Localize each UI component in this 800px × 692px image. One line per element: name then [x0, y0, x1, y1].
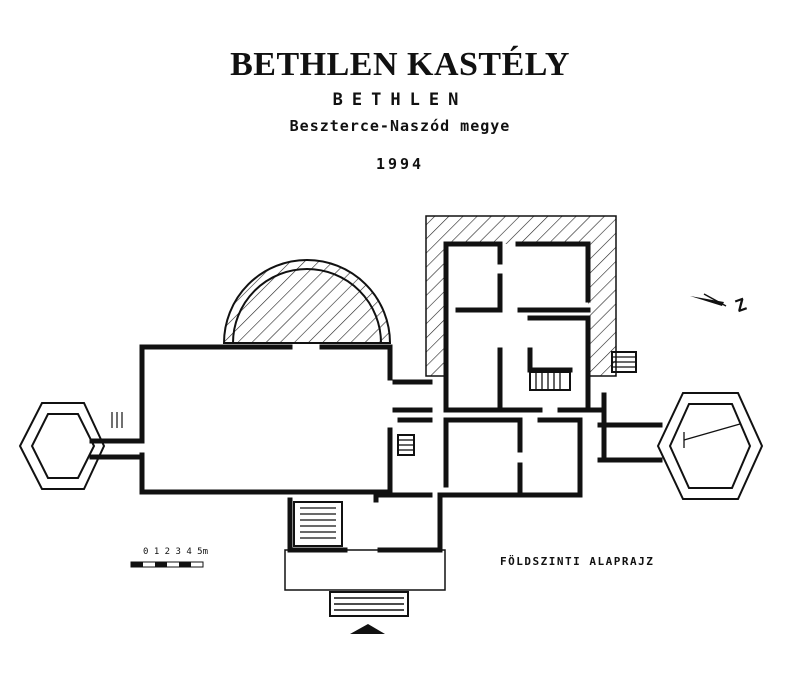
north-arrow — [690, 293, 727, 307]
west-hexagonal-tower — [18, 402, 123, 490]
scale-bar — [130, 561, 204, 568]
county-name: Beszterce-Naszód megye — [289, 117, 511, 135]
staircase-entrance — [293, 501, 343, 547]
east-hexagonal-tower — [656, 392, 764, 500]
place-name: BETHLEN — [332, 90, 468, 110]
entrance-porch — [284, 549, 446, 634]
plan-title: BETHLEN KASTÉLY — [230, 46, 570, 83]
staircase-north-wing — [529, 371, 571, 391]
staircase-east-exterior — [611, 351, 637, 373]
semicircular-bastion — [222, 259, 392, 344]
scale-label: 0 1 2 3 4 5m — [143, 547, 209, 557]
survey-year: 1994 — [375, 155, 425, 173]
floor-plan-label: FÖLDSZINTI ALAPRAJZ — [500, 555, 655, 568]
staircase-link — [397, 434, 415, 456]
